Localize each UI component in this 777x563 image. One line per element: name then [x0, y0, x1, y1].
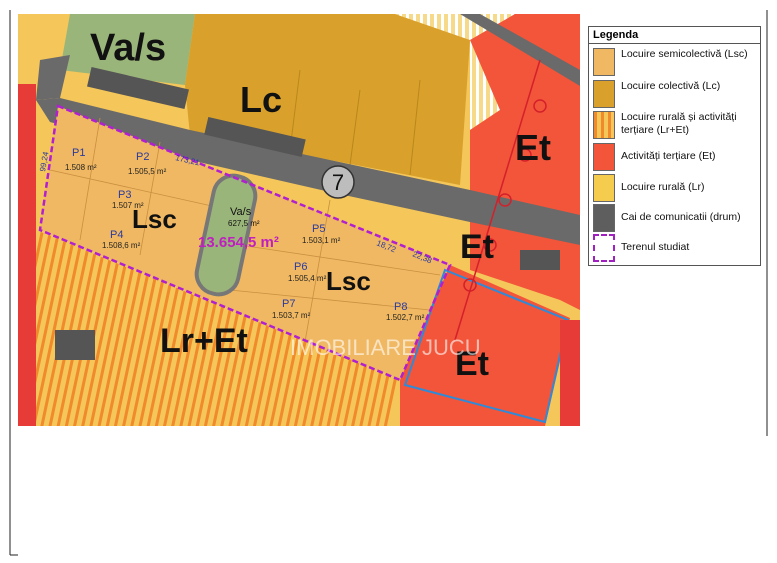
legend-label: Terenul studiat [621, 241, 690, 253]
street-number-circle [321, 165, 355, 199]
vas-top-zone [60, 14, 195, 85]
zone-label-lc: Lc [240, 79, 282, 120]
zone-label-et1: Et [515, 127, 551, 168]
legend-item-lc: Locuire colectivă (Lc) [593, 80, 756, 108]
dimension-label: 99,24 [38, 151, 50, 173]
watermark: IMOBILIARE JUCU [290, 335, 481, 360]
legend-item-study: Terenul studiat [593, 234, 756, 262]
parcel-area: 1.503,7 m² [272, 311, 311, 320]
zone-label-vas-mid-area: 627,5 m² [228, 219, 260, 228]
et-bottom-zone [400, 265, 570, 426]
vas-oval [194, 173, 258, 297]
zone-label-lr-et: Lr+Et [160, 322, 248, 360]
legend: Legenda Locuire semicolectivă (Lsc) Locu… [588, 26, 761, 266]
right-red-strip [560, 320, 580, 426]
legend-label: Locuire rurală (Lr) [621, 181, 705, 193]
road-top-right [460, 14, 580, 86]
parcel-area: 1.502,7 m² [386, 313, 425, 322]
legend-swatch-lc [593, 80, 615, 108]
legend-item-et: Activități terțiare (Et) [593, 143, 756, 171]
zone-label-et2: Et [460, 228, 494, 266]
legend-item-lsc: Locuire semicolectivă (Lsc) [593, 48, 756, 76]
legend-label: Cai de comunicatii (drum) [621, 211, 741, 223]
legend-swatch-lsc [593, 48, 615, 76]
parcel-area: 1.503,1 m² [302, 236, 341, 245]
buildings [55, 67, 560, 360]
road-main [36, 98, 580, 245]
parcel-id: P8 [394, 301, 407, 313]
legend-swatch-study [593, 234, 615, 262]
zone-label-lsc2: Lsc [326, 266, 371, 296]
legend-swatch-et [593, 143, 615, 171]
street-number: 7 [332, 170, 344, 195]
zone-label-et3: Et [455, 345, 489, 383]
parcel-id: P2 [136, 151, 149, 163]
utility-line [454, 59, 541, 341]
parcel-area: 1.505,4 m² [288, 274, 327, 283]
parcel-id: P1 [72, 147, 85, 159]
legend-item-lr: Locuire rurală (Lr) [593, 174, 756, 202]
legend-label: Locuire rurală și activități terțiare (L… [621, 111, 737, 136]
legend-item-drum: Cai de comunicatii (drum) [593, 204, 756, 232]
lr-et-bottom-zone [36, 230, 400, 426]
legend-label: Locuire colectivă (Lc) [621, 80, 721, 92]
parcel-area: 1.508 m² [65, 163, 97, 172]
parcel-id: P7 [282, 298, 295, 310]
parcel-id: P6 [294, 261, 307, 273]
zone-label-vas-top: Va/s [90, 27, 166, 69]
legend-item-lr-et: Locuire rurală și activități terțiare (L… [593, 111, 756, 139]
parcel-id: P5 [312, 223, 325, 235]
legend-label: Locuire semicolectivă (Lsc) [621, 48, 748, 60]
parcel-lines [49, 117, 441, 371]
study-outline [38, 104, 452, 382]
parcel-area: 1.507 m² [112, 201, 144, 210]
legend-title: Legenda [589, 27, 760, 44]
utility-poles [463, 99, 547, 292]
zone-label-lsc1: Lsc [132, 204, 177, 234]
road-left [36, 55, 70, 100]
parcel-id: P3 [118, 189, 131, 201]
legend-swatch-drum [593, 204, 615, 232]
legend-swatch-lr [593, 174, 615, 202]
legend-label: Activități terțiare (Et) [621, 150, 716, 162]
legend-swatch-lr-et [593, 111, 615, 139]
parcel-id: P4 [110, 229, 123, 241]
parcel-area: 1.505,5 m² [128, 167, 167, 176]
left-red-strip [18, 80, 36, 426]
parcel-area: 1.508,6 m² [102, 241, 141, 250]
total-area: 13.654,5 m² [198, 234, 279, 251]
zone-label-vas-mid: Va/s [230, 206, 252, 218]
et-blue-outline [403, 268, 570, 424]
